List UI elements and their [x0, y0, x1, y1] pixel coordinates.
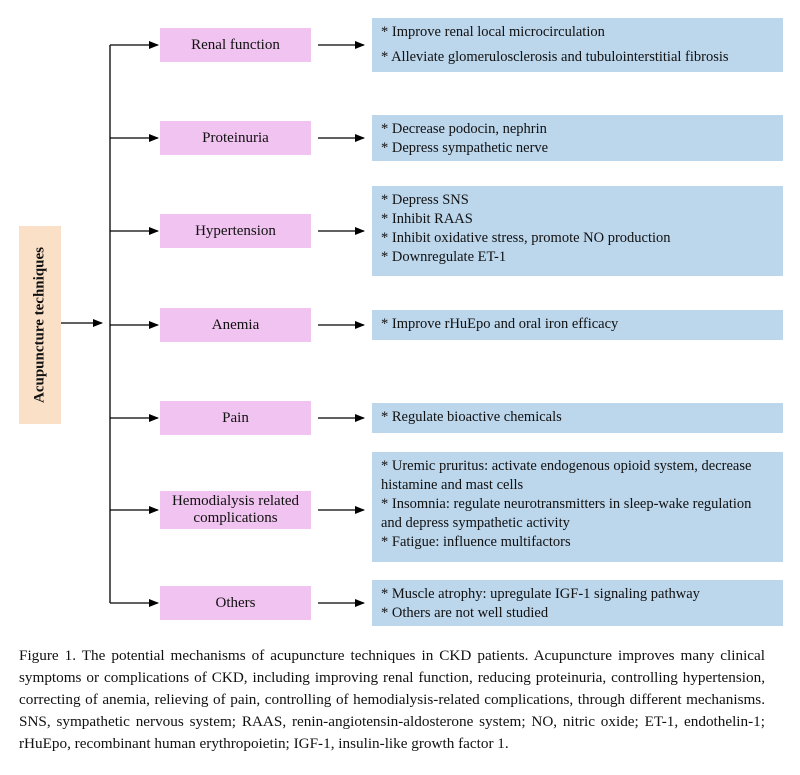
mechanisms-renal-function: * Improve renal local microcirculation *…: [372, 18, 783, 72]
category-others: Others: [160, 586, 311, 620]
category-hypertension: Hypertension: [160, 214, 311, 248]
mechanism-item: * Muscle atrophy: upregulate IGF-1 signa…: [381, 586, 700, 602]
category-label: Hemodialysis related complications: [171, 493, 300, 526]
mechanism-item: * Insomnia: regulate neurotransmitters i…: [381, 496, 752, 531]
category-label: Pain: [222, 409, 249, 426]
mechanisms-anemia: * Improve rHuEpo and oral iron efficacy: [372, 310, 783, 340]
category-proteinuria: Proteinuria: [160, 121, 311, 155]
category-hemodialysis-complications: Hemodialysis related complications: [160, 491, 311, 529]
mechanism-item: * Others are not well studied: [381, 605, 549, 621]
mechanisms-hemodialysis-complications: * Uremic pruritus: activate endogenous o…: [372, 452, 783, 562]
category-label: Renal function: [191, 36, 280, 53]
category-label: Others: [215, 594, 256, 611]
category-label: Proteinuria: [202, 129, 269, 146]
mechanism-item: * Regulate bioactive chemicals: [381, 409, 562, 425]
mechanism-item: * Improve renal local microcirculation: [381, 24, 605, 40]
figure-caption: Figure 1. The potential mechanisms of ac…: [19, 647, 765, 752]
mechanism-item: * Uremic pruritus: activate endogenous o…: [381, 458, 752, 493]
category-renal-function: Renal function: [160, 28, 311, 62]
mechanism-item: * Improve rHuEpo and oral iron efficacy: [381, 316, 619, 332]
category-label: Hypertension: [195, 222, 276, 239]
mechanisms-proteinuria: * Decrease podocin, nephrin * Depress sy…: [372, 115, 783, 161]
category-anemia: Anemia: [160, 308, 311, 342]
category-pain: Pain: [160, 401, 311, 435]
root-node: Acupuncture techniques: [19, 226, 61, 424]
root-label: Acupuncture techniques: [31, 247, 48, 403]
mechanism-item: * Fatigue: influence multifactors: [381, 534, 571, 550]
mechanism-item: * Depress sympathetic nerve: [381, 140, 549, 156]
mechanism-item: * Downregulate ET-1: [381, 249, 507, 265]
mechanisms-others: * Muscle atrophy: upregulate IGF-1 signa…: [372, 580, 783, 626]
mechanism-diagram: Acupuncture techniques Renal function Pr…: [19, 18, 783, 626]
category-label: Anemia: [211, 316, 260, 333]
mechanism-item: * Decrease podocin, nephrin: [381, 121, 547, 137]
mechanism-item: * Inhibit RAAS: [381, 211, 473, 227]
mechanism-item: * Alleviate glomerulosclerosis and tubul…: [381, 49, 729, 65]
mechanism-item: * Depress SNS: [381, 192, 469, 208]
mechanisms-hypertension: * Depress SNS * Inhibit RAAS * Inhibit o…: [372, 186, 783, 276]
connector-arrows: [61, 41, 365, 607]
mechanism-item: * Inhibit oxidative stress, promote NO p…: [381, 230, 671, 246]
mechanisms-pain: * Regulate bioactive chemicals: [372, 403, 783, 433]
